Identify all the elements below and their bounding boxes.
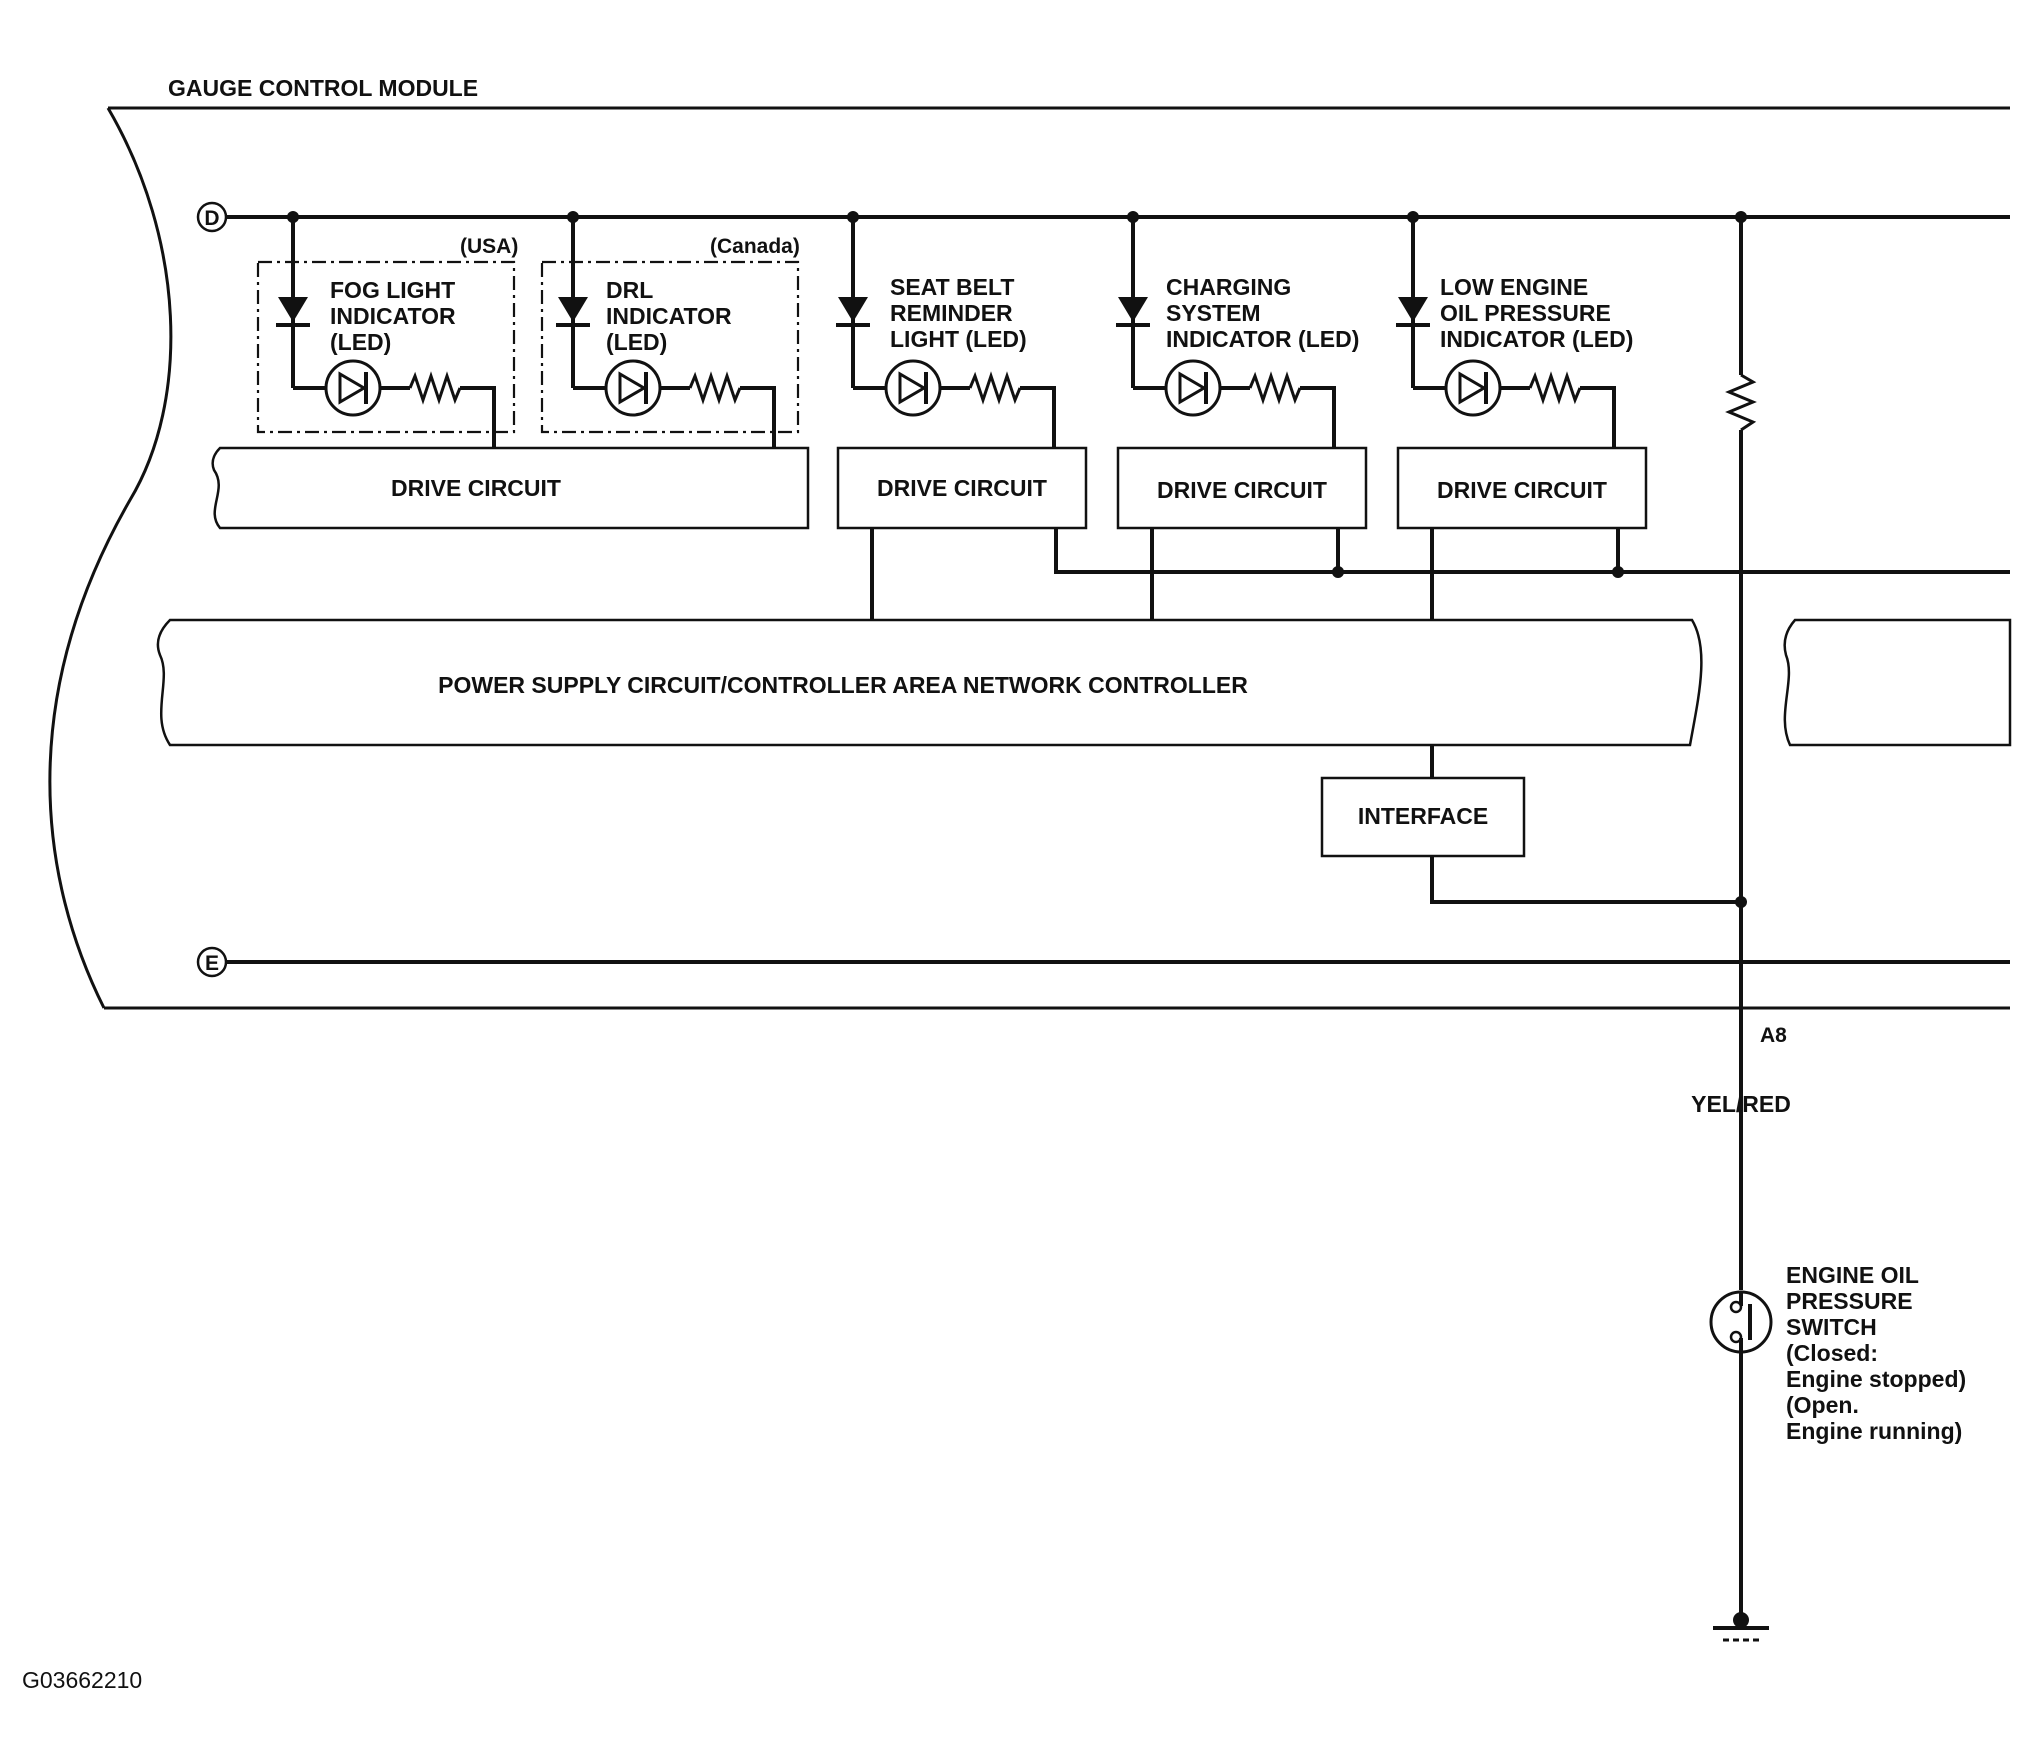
- usa-option-box: [256, 260, 516, 434]
- resistor-icon: [1725, 373, 1757, 432]
- power-supply-can-controller: POWER SUPPLY CIRCUIT/CONTROLLER AREA NET…: [156, 618, 1703, 747]
- interface-label: INTERFACE: [1358, 803, 1488, 829]
- led-icon: [1444, 359, 1502, 417]
- drive-circuit-shared: DRIVE CIRCUIT: [211, 446, 810, 530]
- diode-icon: [558, 297, 588, 322]
- module-enclosure: [48, 106, 2010, 1010]
- drive-circuit-label-1: DRIVE CIRCUIT: [391, 475, 561, 501]
- drl-label-line2: INDICATOR: [606, 303, 732, 329]
- seat-belt-label-line1: SEAT BELT: [890, 274, 1014, 300]
- terminal-e: E: [196, 946, 228, 978]
- switch-label-line2: PRESSURE: [1786, 1288, 1913, 1314]
- resistor-icon: [688, 371, 742, 405]
- switch-label-line5: Engine stopped): [1786, 1366, 1966, 1392]
- resistor-icon: [1528, 371, 1582, 405]
- pin-label: A8: [1760, 1024, 1787, 1047]
- resistor-icon: [968, 371, 1022, 405]
- interface-block: INTERFACE: [1320, 776, 1526, 858]
- fog-light-indicator: FOG LIGHT INDICATOR (LED): [276, 217, 496, 448]
- diode-icon: [1398, 297, 1428, 322]
- charging-label-line3: INDICATOR (LED): [1166, 326, 1359, 352]
- low-oil-pressure-indicator: LOW ENGINE OIL PRESSURE INDICATOR (LED): [1396, 217, 1633, 448]
- diode-icon: [1118, 297, 1148, 322]
- fog-light-label-line2: INDICATOR: [330, 303, 456, 329]
- drive-circuit-seat-belt: DRIVE CIRCUIT: [836, 446, 1088, 530]
- switch-label: ENGINE OIL PRESSURE SWITCH (Closed: Engi…: [1786, 1262, 1966, 1444]
- drive-circuit-label-2: DRIVE CIRCUIT: [877, 475, 1047, 501]
- usa-variant-label: (USA): [460, 235, 518, 258]
- ground-icon: [1713, 1612, 1769, 1642]
- canada-option-box: [540, 260, 800, 434]
- canada-variant-label: (Canada): [710, 235, 800, 258]
- resistor-icon: [408, 371, 462, 405]
- figure-code: G03662210: [22, 1667, 142, 1693]
- resistor-icon: [1248, 371, 1302, 405]
- power-supply-label: POWER SUPPLY CIRCUIT/CONTROLLER AREA NET…: [438, 672, 1248, 698]
- drive-circuit-charging: DRIVE CIRCUIT: [1116, 446, 1368, 530]
- fog-light-label-line1: FOG LIGHT: [330, 277, 455, 303]
- engine-oil-pressure-switch: [1709, 1290, 1773, 1620]
- charging-label-line1: CHARGING: [1166, 274, 1291, 300]
- switch-label-line4: (Closed:: [1786, 1340, 1878, 1366]
- interface-wire-bottom: [1430, 856, 1741, 904]
- led-icon: [324, 359, 382, 417]
- charging-system-indicator: CHARGING SYSTEM INDICATOR (LED): [1116, 217, 1359, 448]
- power-supply-continuation: [1783, 618, 2012, 747]
- drive-circuit-low-oil: DRIVE CIRCUIT: [1396, 446, 1648, 530]
- diode-icon: [278, 297, 308, 322]
- wire-color-label: YEL/RED: [1691, 1091, 1791, 1117]
- drive-circuit-label-4: DRIVE CIRCUIT: [1437, 477, 1607, 503]
- seat-belt-label-line2: REMINDER: [890, 300, 1013, 326]
- terminal-d-label: D: [204, 207, 219, 230]
- led-icon: [884, 359, 942, 417]
- switch-label-line7: Engine running): [1786, 1418, 1962, 1444]
- terminal-d: D: [196, 201, 228, 233]
- charging-label-line2: SYSTEM: [1166, 300, 1261, 326]
- drl-indicator: DRL INDICATOR (LED): [556, 217, 776, 448]
- drl-label-line1: DRL: [606, 277, 653, 303]
- diode-icon: [838, 297, 868, 322]
- low-oil-label-line2: OIL PRESSURE: [1440, 300, 1611, 326]
- fog-light-label-line3: (LED): [330, 329, 391, 355]
- seat-belt-indicator: SEAT BELT REMINDER LIGHT (LED): [836, 217, 1056, 448]
- switch-label-line6: (Open.: [1786, 1392, 1859, 1418]
- drive-circuit-wiring: [870, 528, 2010, 620]
- drl-label-line3: (LED): [606, 329, 667, 355]
- pull-up-resistor: [1725, 217, 1757, 1290]
- led-icon: [1164, 359, 1222, 417]
- module-title: GAUGE CONTROL MODULE: [168, 75, 478, 101]
- seat-belt-label-line3: LIGHT (LED): [890, 326, 1027, 352]
- switch-label-line3: SWITCH: [1786, 1314, 1877, 1340]
- low-oil-label-line3: INDICATOR (LED): [1440, 326, 1633, 352]
- switch-label-line1: ENGINE OIL: [1786, 1262, 1919, 1288]
- led-icon: [604, 359, 662, 417]
- drive-circuit-label-3: DRIVE CIRCUIT: [1157, 477, 1327, 503]
- terminal-e-label: E: [205, 952, 219, 975]
- low-oil-label-line1: LOW ENGINE: [1440, 274, 1588, 300]
